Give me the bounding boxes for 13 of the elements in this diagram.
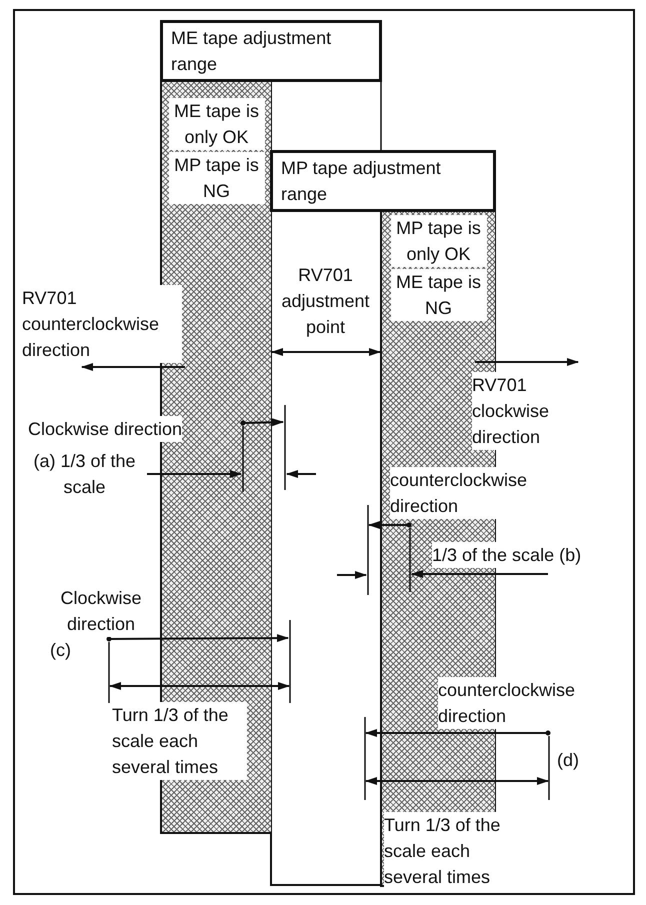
annotation-text: (d) (557, 749, 579, 772)
double-arrow (271, 348, 381, 356)
annotation-text: Turn 1/3 of the scale each several times (112, 702, 247, 780)
band-note: ME tape is NG (390, 269, 486, 321)
band-note: MP tape is NG (168, 152, 264, 204)
band-note: MP tape is only OK (390, 215, 486, 267)
annotation-text: Clockwise direction (28, 416, 182, 442)
range-heading-box: ME tape adjustment range (160, 20, 382, 82)
annotation-text: (c) (50, 639, 71, 662)
annotation-text: 1/3 of the scale (b) (432, 542, 582, 568)
annotation-text: RV701 counterclockwise direction (22, 285, 182, 363)
band-note: ME tape is only OK (168, 98, 264, 150)
range-heading-box: MP tape adjustment range (270, 150, 496, 212)
